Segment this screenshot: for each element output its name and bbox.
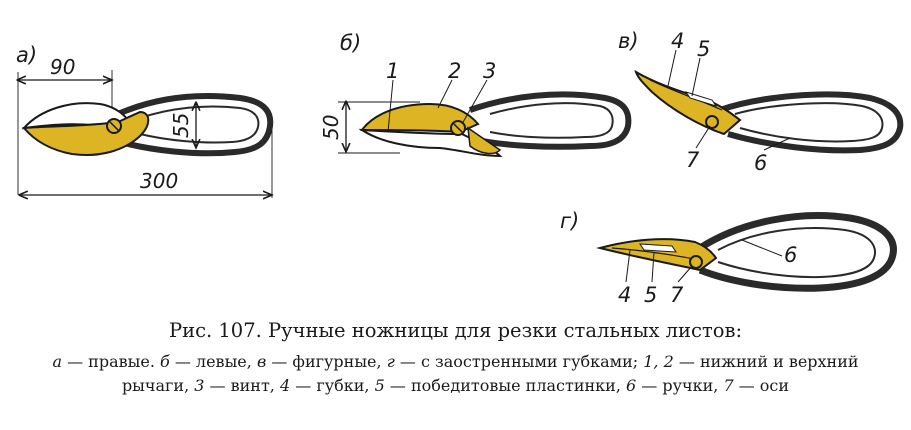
panel-b: б) 50 1 2 3	[319, 31, 632, 158]
panel-b-letter: б)	[340, 31, 361, 55]
label-1: 1	[386, 59, 399, 83]
legend-b: б	[159, 352, 170, 371]
dim-50: 50	[319, 115, 343, 140]
panel-g: г) 6 4 5 7	[560, 209, 897, 307]
panel-g-letter: г)	[560, 209, 579, 233]
legend-4-text: — губки,	[290, 376, 375, 395]
legend-1-2: 1, 2	[643, 352, 674, 371]
legend-7-text: — оси	[733, 376, 790, 395]
label-5-g: 5	[644, 283, 657, 307]
legend-6-text: — ручки,	[636, 376, 724, 395]
legend-b-text: — левые,	[169, 352, 257, 371]
legend-4: 4	[279, 376, 291, 395]
legend-v: в	[256, 352, 267, 371]
label-5-v: 5	[697, 37, 710, 61]
panel-v: в) 4 5 7 6	[618, 29, 904, 175]
label-6-v: 6	[754, 151, 767, 175]
legend-1-2-text: — нижний и верхний	[673, 352, 859, 371]
caption-title: Рис. 107. Ручные ножницы для резки сталь…	[168, 319, 743, 342]
legend-7: 7	[723, 376, 734, 395]
legend-5-text: — победитовые пластинки,	[384, 376, 626, 395]
label-7-g: 7	[670, 283, 684, 307]
dim-55: 55	[169, 113, 193, 138]
panel-v-letter: в)	[618, 29, 639, 53]
label-7-v: 7	[686, 148, 700, 172]
panel-b-lower-blade	[358, 128, 503, 158]
figure-caption: Рис. 107. Ручные ножницы для резки сталь…	[0, 318, 911, 398]
legend-v-text: — фигурные,	[266, 352, 387, 371]
panel-a-handle-loop	[116, 93, 274, 157]
legend-3: 3	[194, 376, 205, 395]
panel-a-letter: а)	[16, 43, 37, 67]
legend-g-text: — с заостренными губками;	[394, 352, 644, 371]
legend-g: г	[386, 352, 395, 371]
panel-a-upper-blade	[21, 102, 130, 130]
panel-a: а) 90 55 300	[16, 43, 272, 198]
legend-a-text: — правые.	[61, 352, 160, 371]
panel-g-blades	[596, 238, 718, 272]
legend-a: а	[52, 352, 62, 371]
legend-6: 6	[626, 376, 637, 395]
label-6-g: 6	[784, 243, 797, 267]
label-3: 3	[483, 59, 496, 83]
dim-90: 90	[50, 55, 75, 79]
label-2: 2	[448, 59, 461, 83]
legend-3-text: — винт,	[204, 376, 280, 395]
label-4-v: 4	[671, 29, 684, 53]
caption-legend: а — правые. б — левые, в — фигурные, г —…	[0, 350, 911, 398]
legend-5: 5	[374, 376, 385, 395]
label-4-g: 4	[618, 283, 631, 307]
legend-line2-start: рычаги,	[121, 376, 195, 395]
dim-300: 300	[140, 169, 178, 193]
scissors-diagram: а) 90 55 300 б) 50	[16, 29, 904, 307]
panel-b-upper-blade	[360, 102, 480, 134]
